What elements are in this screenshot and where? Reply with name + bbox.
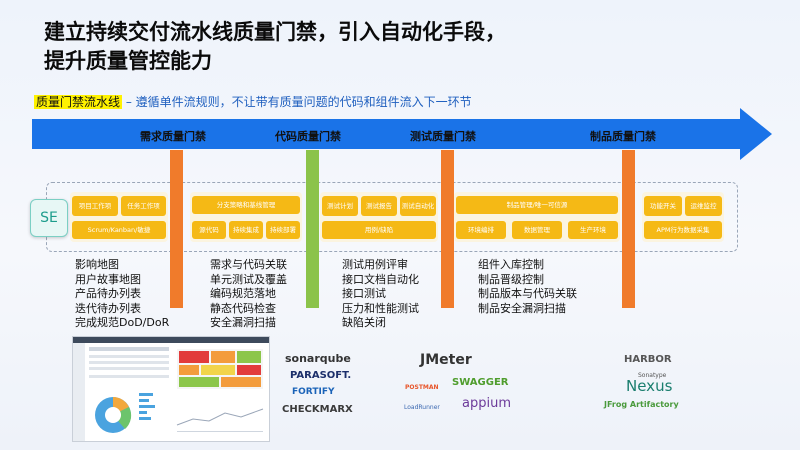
title-line-1: 建立持续交付流水线质量门禁，引入自动化手段，: [44, 20, 506, 44]
loadrunner-logo: LoadRunner: [404, 404, 440, 411]
subtitle-highlight: 质量门禁流水线: [34, 95, 123, 109]
jmeter-logo: JMeter: [420, 352, 472, 368]
chip-branch-strategy: 分支策略和基线管理: [192, 196, 300, 214]
list-item: 编码规范落地: [210, 287, 276, 300]
chip-cd: 持续部署: [266, 221, 300, 239]
list-item: 缺陷关闭: [342, 316, 386, 329]
pipeline-arrow: [32, 108, 772, 160]
list-item: 压力和性能测试: [342, 301, 419, 315]
list-item: 接口文档自动化: [342, 272, 419, 286]
appium-logo: appium: [462, 396, 511, 411]
chip-test-report: 测试报告: [361, 196, 397, 216]
dashboard-screenshot-image: [73, 337, 269, 441]
sonatype-logo: Sonatype: [638, 372, 667, 379]
list-item: 单元测试及覆盖: [210, 272, 287, 286]
list-item: 测试用例评审: [342, 258, 408, 271]
gate-label-code: 代码质量门禁: [275, 130, 341, 143]
list-requirement: 影响地图 用户故事地图 产品待办列表 迭代待办列表 完成规范DoD/DoR: [75, 258, 169, 331]
list-item: 完成规范DoD/DoR: [75, 316, 170, 329]
list-item: 组件入库控制: [478, 258, 544, 271]
chip-ci: 持续集成: [229, 221, 263, 239]
chip-project-work-item: 项目工作项: [72, 196, 118, 216]
chip-ops-monitoring: 运维监控: [685, 196, 722, 216]
se-badge: SE: [30, 199, 68, 237]
jfrog-logo: JFrog Artifactory: [604, 400, 679, 409]
chip-production-env: 生产环境: [568, 221, 618, 239]
list-item: 制品晋级控制: [478, 272, 544, 286]
list-item: 静态代码检查: [210, 301, 276, 315]
checkmarx-logo: CHECKMARX: [282, 404, 353, 415]
chip-test-automation: 测试自动化: [400, 196, 436, 216]
list-item: 产品待办列表: [75, 287, 141, 300]
chip-env-orchestration: 环境编排: [456, 221, 506, 239]
subtitle: 质量门禁流水线 – 遵循单件流规则，不让带有质量问题的代码和组件流入下一环节: [34, 93, 472, 110]
list-artifact: 组件入库控制 制品晋级控制 制品版本与代码关联 制品安全漏洞扫描: [478, 258, 577, 316]
list-test: 测试用例评审 接口文档自动化 接口测试 压力和性能测试 缺陷关闭: [342, 258, 419, 331]
list-item: 制品安全漏洞扫描: [478, 301, 566, 315]
chip-data-management: 数据管理: [512, 221, 562, 239]
list-item: 制品版本与代码关联: [478, 287, 577, 300]
page-title: 建立持续交付流水线质量门禁，引入自动化手段， 提升质量管控能力: [44, 18, 506, 76]
gate-bar-requirement: [170, 150, 183, 308]
harbor-logo: HARBOR: [624, 354, 672, 365]
list-item: 用户故事地图: [75, 272, 141, 286]
list-item: 需求与代码关联: [210, 258, 287, 271]
chip-artifact-management: 制品管理/唯一可信源: [456, 196, 618, 214]
nexus-logo: Nexus: [626, 377, 673, 395]
gate-label-requirement: 需求质量门禁: [140, 130, 206, 143]
chip-task-work-item: 任务工作项: [121, 196, 166, 216]
gate-label-artifact: 制品质量门禁: [590, 130, 656, 143]
list-item: 安全漏洞扫描: [210, 316, 276, 329]
parasoft-logo: PARASOFT.: [290, 370, 352, 381]
gate-bar-code: [306, 150, 319, 308]
chip-scrum-kanban: Scrum/Kanban/敏捷: [72, 221, 166, 239]
chip-feature-toggle: 功能开关: [644, 196, 682, 216]
subtitle-text: – 遵循单件流规则，不让带有质量问题的代码和组件流入下一环节: [122, 95, 472, 109]
chip-apm-collection: APM行为数据采集: [644, 221, 722, 239]
chip-test-plan: 测试计划: [322, 196, 358, 216]
title-line-2: 提升质量管控能力: [44, 49, 212, 73]
list-item: 迭代待办列表: [75, 301, 141, 315]
postman-logo: POSTMAN: [405, 384, 439, 391]
chip-source-code: 源代码: [192, 221, 226, 239]
chip-case-defect: 用例/缺陷: [322, 221, 436, 239]
list-item: 接口测试: [342, 287, 386, 300]
list-code: 需求与代码关联 单元测试及覆盖 编码规范落地 静态代码检查 安全漏洞扫描: [210, 258, 287, 331]
sonarqube-logo: sonarqube: [285, 352, 351, 365]
fortify-logo: FORTIFY: [292, 387, 335, 397]
gate-bar-artifact: [622, 150, 635, 308]
dashboard-screenshot: [72, 336, 270, 442]
gate-label-test: 测试质量门禁: [410, 130, 476, 143]
list-item: 影响地图: [75, 258, 119, 271]
gate-bar-test: [441, 150, 454, 308]
swagger-logo: SWAGGER: [452, 377, 509, 388]
